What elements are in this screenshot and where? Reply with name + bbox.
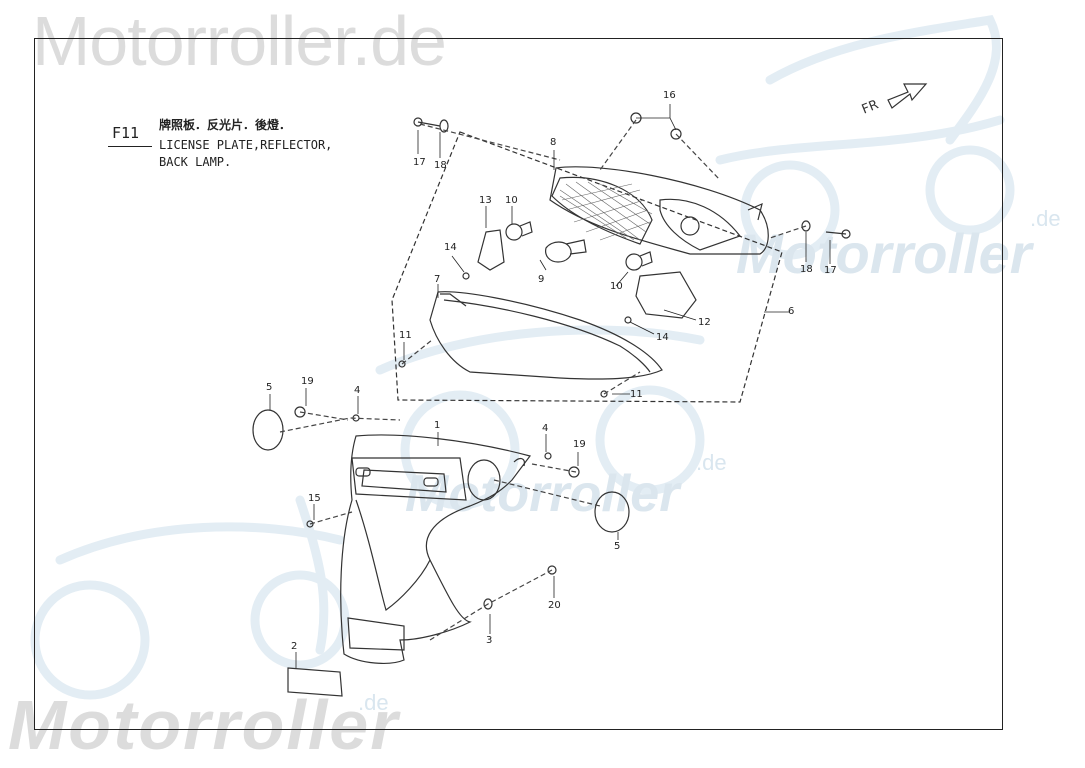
figure-title-zh: 牌照板．反光片．後燈． <box>159 118 292 132</box>
lamp-housing-part-8 <box>549 166 769 255</box>
callout-20: 20 <box>548 600 561 611</box>
callout-11-right: 11 <box>630 389 643 400</box>
callout-6: 6 <box>788 306 795 317</box>
washer-18-right <box>801 220 811 232</box>
callout-10-upper: 10 <box>505 195 518 206</box>
callout-14-lower: 14 <box>656 332 669 343</box>
screw-19 <box>294 406 580 478</box>
watermark-right: Motorroller <box>736 222 1032 285</box>
nut-16 <box>630 112 682 140</box>
callout-5-right: 5 <box>614 541 621 552</box>
callout-leaders <box>269 104 831 668</box>
assembly-lines <box>279 119 807 641</box>
watermark-top: Motorroller.de <box>32 2 447 80</box>
callout-5-left: 5 <box>266 382 273 393</box>
callout-10-lower: 10 <box>610 281 623 292</box>
reflector-part-5-right <box>594 491 630 533</box>
figure-title-en-line2: BACK LAMP. <box>159 155 232 169</box>
callout-18-left: 18 <box>434 160 447 171</box>
nut-20 <box>547 565 557 575</box>
callout-15: 15 <box>308 493 321 504</box>
callout-16: 16 <box>663 90 676 101</box>
figure-code-underline <box>108 146 152 147</box>
callout-17-left: 17 <box>413 157 426 168</box>
screw-15 <box>306 520 314 528</box>
callout-19-left: 19 <box>301 376 314 387</box>
callout-3: 3 <box>486 635 493 646</box>
callout-1: 1 <box>434 420 441 431</box>
lamp-lens-part-7 <box>429 291 663 380</box>
reflector-part-13 <box>477 229 505 271</box>
callout-7: 7 <box>434 274 441 285</box>
screw-11 <box>398 360 608 398</box>
callout-12: 12 <box>698 317 711 328</box>
callout-4-left: 4 <box>354 385 361 396</box>
callout-14-upper: 14 <box>444 242 457 253</box>
bulb-part-10-lower <box>625 251 653 271</box>
lamp-group-boundary <box>391 131 783 403</box>
plate-part-2 <box>287 667 343 697</box>
figure-title-en-line1: LICENSE PLATE,REFLECTOR, <box>159 138 333 152</box>
reflector-part-5-left <box>252 409 284 451</box>
callout-18-right: 18 <box>800 264 813 275</box>
callout-11-left: 11 <box>399 330 412 341</box>
front-arrow-icon <box>887 83 928 109</box>
watermark-right-suffix: .de <box>1030 206 1061 231</box>
washer-18-upper <box>439 119 449 133</box>
watermark-center-suffix: .de <box>696 450 727 475</box>
callout-4-right: 4 <box>542 423 549 434</box>
screw-17-right <box>825 229 851 239</box>
screw-14 <box>462 272 632 324</box>
callout-17-right: 17 <box>824 265 837 276</box>
washer-3 <box>483 598 493 610</box>
callout-19-right: 19 <box>573 439 586 450</box>
reflector-plate-part-12 <box>635 271 697 319</box>
callout-2: 2 <box>291 641 298 652</box>
figure-code: F11 <box>112 124 140 142</box>
callout-9: 9 <box>538 274 545 285</box>
watermark-center: Motorroller <box>405 465 680 523</box>
watermark-bottom: Motorroller <box>8 686 400 764</box>
watermark-bottom-suffix: .de <box>358 690 389 715</box>
license-bracket-part-1 <box>340 434 532 664</box>
callout-13: 13 <box>479 195 492 206</box>
nut-4 <box>352 414 552 460</box>
callout-8: 8 <box>550 137 557 148</box>
bulb-part-9 <box>545 239 587 263</box>
bulb-part-10-upper <box>505 221 533 241</box>
diagram-frame <box>34 38 1003 730</box>
screw-17-upper <box>413 117 441 127</box>
